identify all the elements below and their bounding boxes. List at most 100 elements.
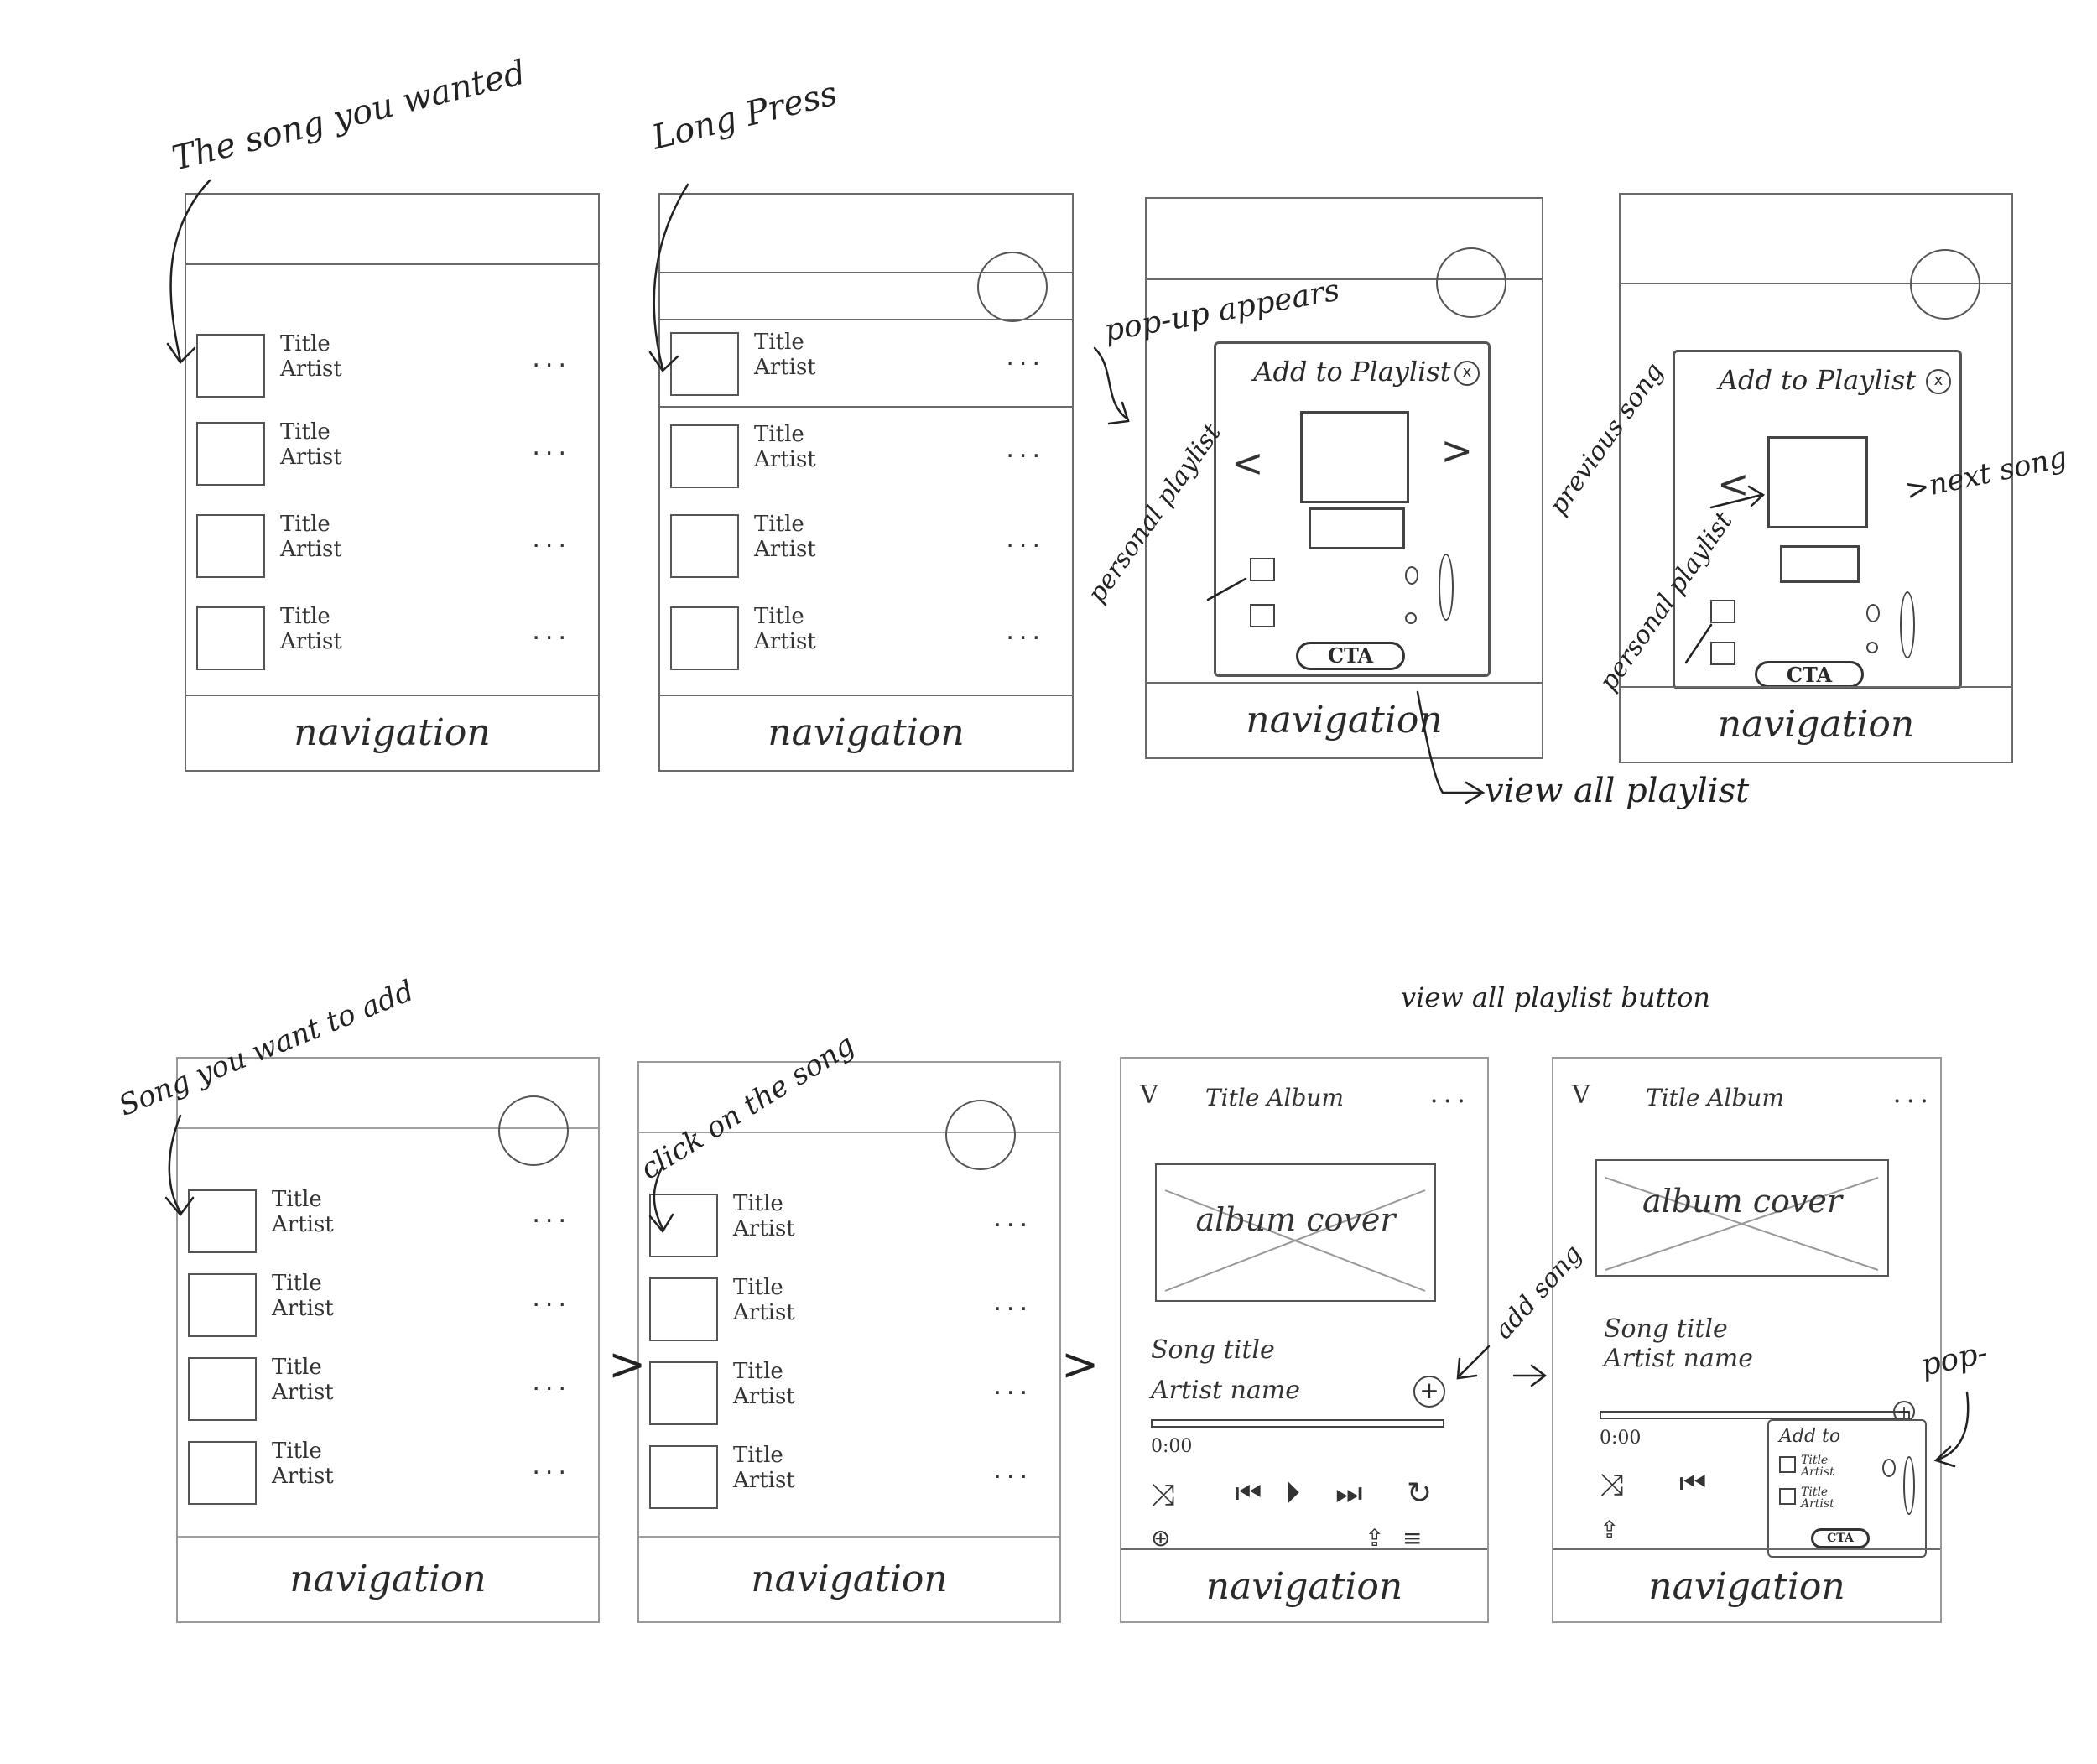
previous-track-icon[interactable]: ⏮ xyxy=(1235,1476,1262,1511)
list-item[interactable]: Title Artist ... xyxy=(649,1356,1049,1428)
list-item[interactable]: Title Artist ... xyxy=(670,601,1062,674)
song-artist: Artist xyxy=(272,1212,334,1237)
more-options-icon[interactable]: ... xyxy=(993,1204,1033,1233)
more-options-icon[interactable]: ... xyxy=(532,1367,571,1397)
avatar[interactable] xyxy=(498,1095,569,1166)
song-artist: Artist xyxy=(272,1380,334,1405)
close-icon[interactable]: x xyxy=(1454,361,1480,386)
wireframe-screen-2: Title Artist ... Title Artist ... Title … xyxy=(658,193,1074,772)
navigation-label: navigation xyxy=(1205,1565,1403,1608)
next-track-icon[interactable]: ⏭ xyxy=(1335,1476,1363,1511)
shuffle-icon[interactable]: ⤨ xyxy=(1600,1468,1624,1502)
collapse-icon[interactable]: V xyxy=(1140,1080,1158,1110)
more-options-icon[interactable]: ... xyxy=(532,617,571,646)
more-options-icon[interactable]: ... xyxy=(532,344,571,373)
more-options-icon[interactable]: ... xyxy=(532,1283,571,1313)
list-item[interactable]: Title Artist ... xyxy=(670,509,1062,581)
list-item[interactable]: Title Artist ... xyxy=(196,329,588,401)
song-thumbnail xyxy=(649,1445,718,1509)
list-item[interactable]: Title Artist ... xyxy=(188,1436,588,1508)
more-options-icon[interactable]: ... xyxy=(532,432,571,461)
song-artist: Artist xyxy=(754,537,816,562)
song-artist: Artist xyxy=(733,1468,795,1493)
playlist-title: Title xyxy=(1801,1486,1829,1499)
navigation-bar[interactable]: navigation xyxy=(1621,686,2011,762)
avatar[interactable] xyxy=(977,252,1048,322)
list-item[interactable]: Title Artist ... xyxy=(188,1352,588,1424)
add-to-playlist-popup[interactable]: Add to Playlist x < > CTA xyxy=(1214,341,1491,677)
playlist-indicator-icon xyxy=(1405,566,1418,585)
scrollbar[interactable] xyxy=(1903,1456,1915,1515)
view-all-playlist-button[interactable]: CTA xyxy=(1811,1528,1870,1548)
header-divider xyxy=(639,1132,1059,1133)
more-options-icon[interactable]: ... xyxy=(993,1371,1033,1401)
list-item[interactable]: Title Artist ... xyxy=(188,1184,588,1257)
add-to-mini-popup[interactable]: Add to Title Artist Title Artist CTA xyxy=(1767,1419,1927,1558)
more-options-icon[interactable]: ... xyxy=(1006,617,1045,646)
playlist-option-icon[interactable] xyxy=(1779,1488,1796,1505)
view-all-playlist-button[interactable]: CTA xyxy=(1296,642,1405,670)
shuffle-icon[interactable]: ⤨ xyxy=(1151,1478,1175,1512)
more-options-icon[interactable]: ... xyxy=(993,1455,1033,1485)
list-item[interactable]: Title Artist ... xyxy=(188,1268,588,1340)
add-circle-icon[interactable]: ⊕ xyxy=(1151,1524,1171,1552)
arrowhead xyxy=(1465,781,1486,804)
share-icon[interactable]: ⇪ xyxy=(1600,1516,1620,1543)
more-options-icon[interactable]: ... xyxy=(1006,342,1045,372)
play-icon[interactable]: ⏵ xyxy=(1285,1476,1300,1511)
share-icon[interactable]: ⇪ xyxy=(1365,1524,1385,1552)
collapse-icon[interactable]: V xyxy=(1572,1080,1590,1110)
avatar[interactable] xyxy=(1910,249,1980,320)
playlist-option-icon[interactable] xyxy=(1779,1456,1796,1473)
song-title: Title xyxy=(280,419,330,445)
navigation-label: navigation xyxy=(1648,1565,1845,1608)
navigation-bar[interactable]: navigation xyxy=(1553,1548,1940,1621)
navigation-bar[interactable]: navigation xyxy=(186,695,598,770)
list-item[interactable]: Title Artist ... xyxy=(649,1189,1049,1261)
playlist-option-icon[interactable] xyxy=(1710,600,1735,623)
navigation-label: navigation xyxy=(289,1558,487,1600)
avatar[interactable] xyxy=(1436,247,1506,318)
repeat-icon[interactable]: ↻ xyxy=(1407,1476,1433,1511)
list-item[interactable]: Title Artist ... xyxy=(196,601,588,674)
more-options-icon[interactable]: ... xyxy=(1892,1077,1933,1109)
more-options-icon[interactable]: ... xyxy=(1006,524,1045,554)
previous-track-icon[interactable]: ⏮ xyxy=(1679,1466,1707,1501)
song-thumbnail xyxy=(196,422,265,486)
progress-bar[interactable] xyxy=(1151,1419,1444,1428)
song-thumbnail xyxy=(188,1441,257,1505)
playlist-option-icon[interactable] xyxy=(1710,642,1735,665)
list-item-selected[interactable]: Title Artist ... xyxy=(670,327,1062,399)
song-title: Title xyxy=(733,1275,783,1300)
list-item[interactable]: Title Artist ... xyxy=(196,509,588,581)
list-item[interactable]: Title Artist ... xyxy=(649,1272,1049,1345)
arrowhead xyxy=(1107,401,1130,425)
navigation-bar[interactable]: navigation xyxy=(639,1536,1059,1621)
close-icon[interactable]: x xyxy=(1926,369,1951,394)
next-song-icon[interactable]: > xyxy=(1440,428,1473,473)
more-options-icon[interactable]: ... xyxy=(532,1451,571,1480)
navigation-bar[interactable]: navigation xyxy=(178,1536,598,1621)
navigation-bar[interactable]: navigation xyxy=(1121,1548,1487,1621)
navigation-bar[interactable]: navigation xyxy=(660,695,1072,770)
more-options-icon[interactable]: ... xyxy=(1429,1077,1470,1109)
navigation-bar[interactable]: navigation xyxy=(1147,682,1542,757)
scrollbar[interactable] xyxy=(1900,591,1915,658)
more-options-icon[interactable]: ... xyxy=(532,524,571,554)
add-song-button[interactable]: + xyxy=(1413,1376,1445,1408)
more-options-icon[interactable]: ... xyxy=(532,1199,571,1229)
queue-icon[interactable]: ≡ xyxy=(1402,1524,1423,1552)
more-options-icon[interactable]: ... xyxy=(993,1288,1033,1317)
scrollbar[interactable] xyxy=(1439,554,1454,621)
more-options-icon[interactable]: ... xyxy=(1006,434,1045,464)
add-to-playlist-popup[interactable]: Add to Playlist x < CTA xyxy=(1673,350,1962,689)
song-thumbnail xyxy=(649,1194,718,1257)
list-item[interactable]: Title Artist ... xyxy=(670,419,1062,492)
list-item[interactable]: Title Artist ... xyxy=(196,417,588,489)
playlist-option-icon[interactable] xyxy=(1250,604,1275,627)
playlist-option-icon[interactable] xyxy=(1250,558,1275,581)
previous-song-icon[interactable]: < xyxy=(1231,440,1264,486)
list-item[interactable]: Title Artist ... xyxy=(649,1440,1049,1512)
avatar[interactable] xyxy=(945,1100,1016,1170)
